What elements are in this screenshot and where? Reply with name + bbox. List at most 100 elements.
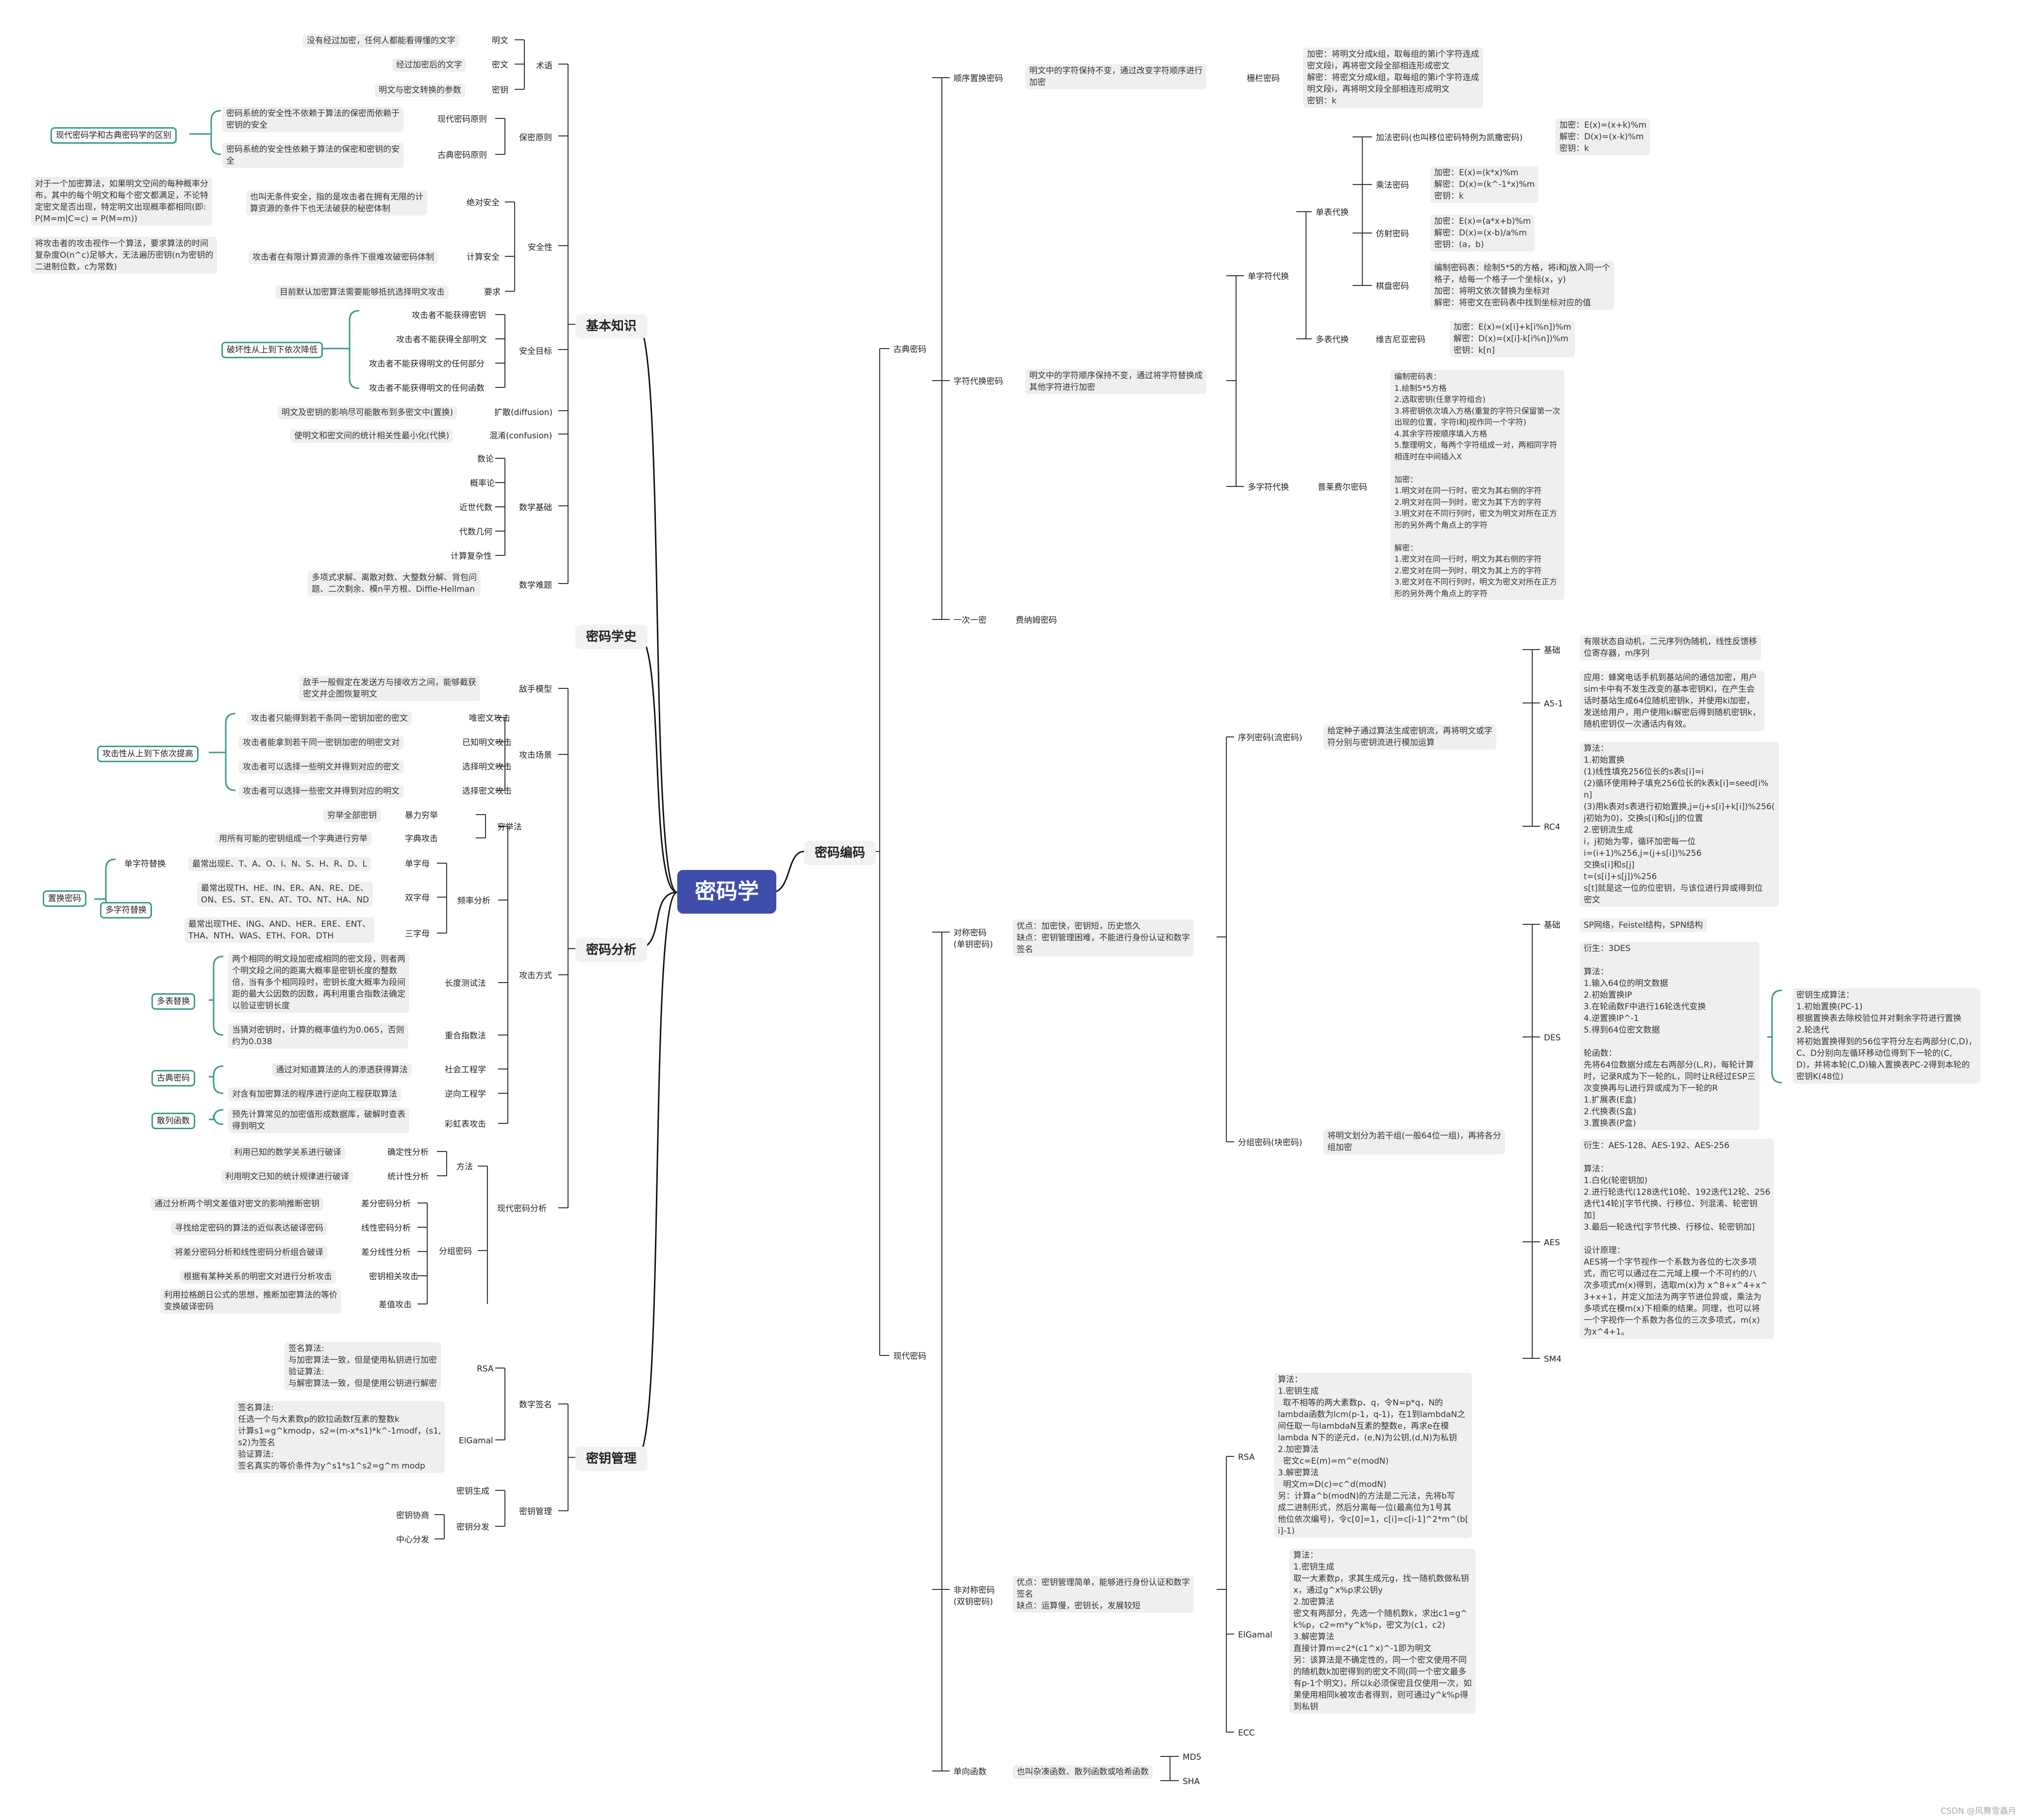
node-detail[interactable]: 利用拉格朗日公式的思想，推断加密算法的等价 变换破译密码 xyxy=(160,1288,341,1314)
node-detail[interactable]: 利用明文已知的统计规律进行破译 xyxy=(221,1170,353,1184)
node[interactable]: 频率分析 xyxy=(457,896,490,906)
node[interactable]: 密钥协商 xyxy=(396,1511,429,1520)
node[interactable]: 术语 xyxy=(536,61,552,71)
node-detail[interactable]: 明文与密文转换的参数 xyxy=(375,83,465,97)
node-detail[interactable]: 通过分析两个明文差值对密文的影响推断密钥 xyxy=(151,1197,323,1211)
node-detail[interactable]: 也叫无条件安全，指的是攻击者在拥有无限的计 算资源的条件下也无法破获的秘密体制 xyxy=(246,190,427,216)
node-detail[interactable]: 签名算法: 任选一个与大素数p的欧拉函数f互素的整数k 计算s1=g^kmodp… xyxy=(234,1401,445,1473)
node[interactable]: 确定性分析 xyxy=(387,1148,429,1157)
node-detail[interactable]: 也叫杂凑函数、散列函数或哈希函数 xyxy=(1013,1765,1153,1779)
note-box[interactable]: 多表替换 xyxy=(151,993,195,1010)
node[interactable]: 中心分发 xyxy=(396,1535,429,1545)
node-detail[interactable]: 通过对知道算法的人的渗透获得算法 xyxy=(272,1063,412,1077)
node[interactable]: 敌手模型 xyxy=(519,685,552,694)
node-detail[interactable]: 加密：E(x)=(k*x)%m 解密：D(x)=(k^-1*x)%m 密钥：k xyxy=(1430,166,1539,203)
node[interactable]: 绝对安全 xyxy=(467,198,500,208)
node[interactable]: 非对称密码 (双钥密码) xyxy=(954,1586,995,1607)
node[interactable]: 一次一密 xyxy=(954,616,987,625)
node[interactable]: 要求 xyxy=(484,287,501,297)
note-box[interactable]: 攻击性从上到下依次提高 xyxy=(97,746,199,762)
node-detail[interactable]: 加密：将明文分成k组，取每组的第i个字符连成 密文段i，再将密文段全部相连形成密… xyxy=(1303,48,1483,108)
node[interactable]: 重合指数法 xyxy=(445,1031,486,1041)
node[interactable]: 穷举法 xyxy=(497,822,522,832)
node[interactable]: DES xyxy=(1544,1033,1561,1043)
node[interactable]: 维吉尼亚密码 xyxy=(1376,335,1425,345)
node-detail[interactable]: 签名算法: 与加密算法一致，但是使用私钥进行加密 验证算法: 与解密算法一致，但… xyxy=(285,1342,441,1390)
node[interactable]: 攻击者不能获得密钥 xyxy=(412,311,486,320)
note-box[interactable]: 置换密码 xyxy=(43,890,86,907)
node-detail[interactable]: 明文中的字符保持不变，通过改变字符顺序进行 加密 xyxy=(1025,64,1206,89)
node[interactable]: 计算安全 xyxy=(467,252,500,262)
node[interactable]: 方法 xyxy=(456,1162,473,1172)
node[interactable]: 密钥 xyxy=(492,85,508,95)
node[interactable]: 多字符代换 xyxy=(1248,483,1289,492)
branch-basic-knowledge[interactable]: 基本知识 xyxy=(575,314,648,338)
node[interactable]: 差值攻击 xyxy=(379,1300,412,1310)
node[interactable]: 密钥分发 xyxy=(456,1522,489,1532)
node-detail[interactable]: 当猜对密钥时，计算的概率值约为0.065，否则 约为0.038 xyxy=(228,1023,408,1049)
node-detail[interactable]: 使明文和密文间的统计相关性最小化(代换) xyxy=(290,429,453,443)
node-detail[interactable]: 利用已知的数学关系进行破译 xyxy=(230,1146,345,1159)
node[interactable]: 棋盘密码 xyxy=(1376,282,1409,291)
root-node[interactable]: 密码学 xyxy=(677,870,776,914)
note-box[interactable]: 现代密码学和古典密码学的区别 xyxy=(50,127,177,144)
node[interactable]: 仿射密码 xyxy=(1376,229,1409,239)
node[interactable]: 普莱费尔密码 xyxy=(1318,483,1367,492)
node[interactable]: 混淆(confusion) xyxy=(489,431,552,441)
node[interactable]: 密文 xyxy=(492,60,508,70)
node-detail[interactable]: 将差分密码分析和线性密码分析组合破译 xyxy=(171,1246,327,1259)
node[interactable]: RC4 xyxy=(1544,822,1560,832)
node[interactable]: 攻击者不能获得明文的任何部分 xyxy=(369,359,485,369)
node[interactable]: 明文 xyxy=(492,36,508,46)
branch-cryptanalysis[interactable]: 密码分析 xyxy=(575,938,648,962)
node-detail[interactable]: 加密：E(x)=(x[i]+k[i%n])%m 解密：D(x)=(x[i]-k[… xyxy=(1450,320,1575,357)
node-detail[interactable]: 对含有加密算法的程序进行逆向工程获取算法 xyxy=(228,1087,401,1101)
node[interactable]: 三字母 xyxy=(405,929,430,939)
node-detail[interactable]: 没有经过加密，任何人都能看得懂的文字 xyxy=(303,34,459,48)
node-detail[interactable]: SP网络，Feistel结构，SPN结构 xyxy=(1580,918,1707,932)
node[interactable]: ECC xyxy=(1238,1728,1255,1738)
node[interactable]: 现代密码原则 xyxy=(437,115,487,124)
node[interactable]: MD5 xyxy=(1183,1753,1202,1762)
node[interactable]: 逆向工程学 xyxy=(445,1089,486,1099)
node[interactable]: 数学基础 xyxy=(519,503,552,513)
branch-key-management[interactable]: 密钥管理 xyxy=(575,1447,648,1471)
node-detail[interactable]: 算法： 1.初始置换 (1)线性填充256位长的s表s[i]=i (2)循环使用… xyxy=(1580,742,1779,907)
branch-encoding[interactable]: 密码编码 xyxy=(804,841,876,865)
note-box[interactable]: 古典密码 xyxy=(151,1070,195,1086)
node[interactable]: 对称密码 (单钥密码) xyxy=(954,928,993,950)
node-detail[interactable]: 两个相同的明文段加密成相同的密文段，则者两 个明文段之间的距离大概率是密钥长度的… xyxy=(228,952,409,1013)
node-detail[interactable]: 攻击者可以选择一些明文并得到对应的密文 xyxy=(239,760,403,774)
node-detail[interactable]: 有限状态自动机，二元序列伪随机，线性反馈移 位寄存器，m序列 xyxy=(1580,635,1761,660)
node[interactable]: 代数几何 xyxy=(459,527,492,537)
node-detail[interactable]: 明文中的字符顺序保持不变，通过将字符替换成 其他字符进行加密 xyxy=(1025,369,1206,394)
node-detail[interactable]: 优点：加密快，密钥短，历史悠久 缺点：密钥管理困难，不能进行身份认证和数字 签名 xyxy=(1013,919,1194,956)
node[interactable]: 密钥相关攻击 xyxy=(369,1272,418,1282)
node[interactable]: ElGamal xyxy=(1238,1630,1272,1640)
node-detail[interactable]: 编制密码表：绘制5*5的方格，将i和j放入同一个 格子，给每一个格子一个坐标(x… xyxy=(1430,261,1614,310)
node[interactable]: 长度测试法 xyxy=(445,979,486,988)
node[interactable]: 攻击者不能获得明文的任何函数 xyxy=(369,384,485,393)
node[interactable]: 数字签名 xyxy=(519,1400,552,1410)
node[interactable]: 古典密码原则 xyxy=(437,150,487,160)
node[interactable]: 古典密码 xyxy=(893,345,926,354)
node[interactable]: 近世代数 xyxy=(459,503,492,513)
node-detail[interactable]: 编制密码表： 1.绘制5*5方格 2.选取密钥(任意字符组合) 3.将密钥依次填… xyxy=(1390,370,1564,600)
node-detail[interactable]: 加密：E(x)=(a*x+b)%m 解密：D(x)=(x-b)/a%m 密钥：(… xyxy=(1430,215,1535,251)
node[interactable]: 分组密码 xyxy=(439,1247,472,1256)
node[interactable]: 分组密码(块密码) xyxy=(1238,1138,1303,1148)
node[interactable]: 数学难题 xyxy=(519,581,552,590)
node[interactable]: 费纳姆密码 xyxy=(1016,616,1057,625)
node-detail[interactable]: 预先计算常见的加密值形成数据库，破解时查表 得到明文 xyxy=(228,1108,409,1133)
node[interactable]: 概率论 xyxy=(470,479,495,488)
node-detail[interactable]: 给定种子通过算法生成密钥流，再将明文或字 符分别与密钥流进行模加运算 xyxy=(1323,724,1496,750)
branch-history[interactable]: 密码学史 xyxy=(575,625,648,649)
node[interactable]: 选择密文攻击 xyxy=(462,786,512,796)
node[interactable]: 乘法密码 xyxy=(1376,181,1409,190)
node[interactable]: 现代密码分析 xyxy=(497,1204,547,1214)
node-detail[interactable]: 攻击者只能得到若干条同一密钥加密的密文 xyxy=(247,712,412,725)
node-detail[interactable]: 攻击者在有限计算资源的条件下很难攻破密码体制 xyxy=(249,250,438,264)
node[interactable]: AES xyxy=(1544,1238,1560,1248)
node[interactable]: 序列密码(流密码) xyxy=(1238,733,1303,743)
node-detail[interactable]: 算法： 1.密钥生成 取不相等的两大素数p、q，令N=p*q，N的 lambda… xyxy=(1274,1373,1473,1538)
